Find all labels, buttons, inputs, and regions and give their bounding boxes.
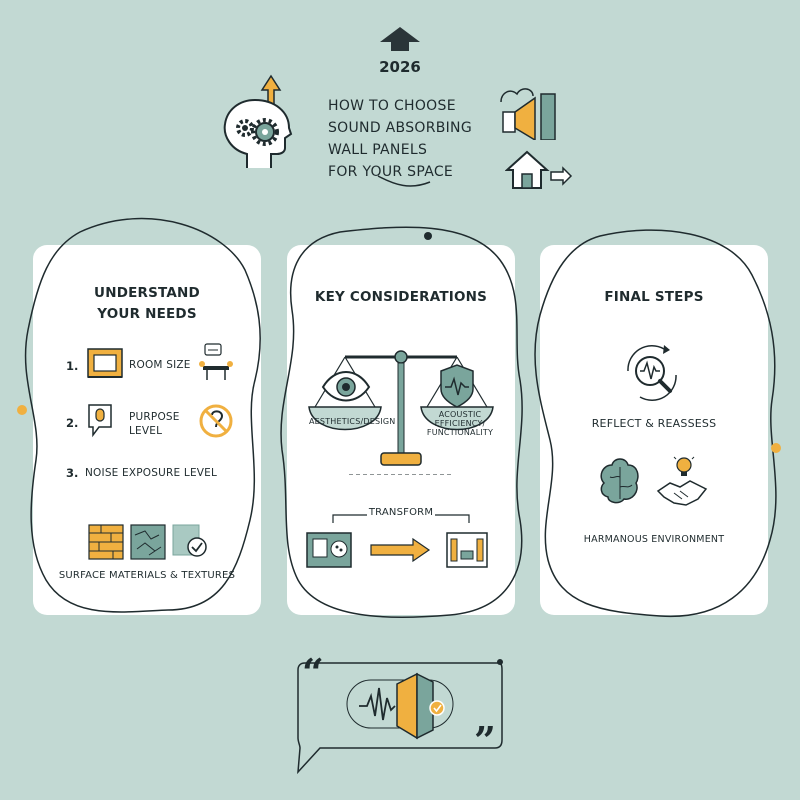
needs-title: UNDERSTAND YOUR NEEDS — [94, 285, 200, 322]
transform-bracket — [332, 514, 470, 523]
magnifier-waveform-icon — [627, 345, 677, 401]
materials-label: SURFACE MATERIALS & TEXTURES — [58, 570, 236, 581]
dot — [497, 659, 503, 665]
brick-texture-icon — [88, 524, 124, 560]
handshake-icon — [656, 480, 708, 506]
final-panel: FINAL STEPS REFLECT & REASSESS HARMANOUS… — [540, 245, 768, 615]
brain-handshake-graphic — [600, 456, 708, 506]
item-number: 3. — [66, 466, 79, 480]
needs-panel: UNDERSTAND YOUR NEEDS 1. ROOM SIZE 2. PU… — [33, 245, 261, 615]
reflect-label: REFLECT & REASSESS — [591, 417, 717, 430]
purpose-label: PURPOSE LEVEL — [129, 411, 180, 437]
transform-label: TRANSFORM — [368, 507, 434, 518]
item-number: 2. — [66, 416, 79, 430]
noisy-room-icon — [306, 532, 352, 568]
close-quote: ” — [474, 718, 496, 763]
dot — [17, 405, 27, 415]
stone-texture-icon — [130, 524, 166, 560]
speaker-absorber-icon — [500, 88, 556, 140]
room-size-icon — [87, 348, 123, 378]
arrow-right-icon — [370, 537, 431, 563]
noise-exposure-label: NOISE EXPOSURE LEVEL — [85, 467, 218, 479]
header-year: 2026 — [379, 58, 421, 76]
material-swatches — [88, 524, 207, 560]
head-gears-icon — [223, 74, 293, 168]
lightbulb-icon — [673, 456, 695, 476]
eye-icon — [321, 371, 371, 402]
no-hearing-icon — [199, 404, 233, 438]
up-arrow-icon — [380, 27, 420, 51]
considerations-panel: KEY CONSIDERATIONS AESTHETICS/DESIGN ACO… — [287, 245, 515, 615]
balance-scale-icon — [308, 350, 494, 475]
room-size-label: ROOM SIZE — [129, 359, 191, 371]
open-quote: “ — [302, 650, 324, 695]
dot — [771, 443, 781, 453]
environment-label: HARMANOUS ENVIRONMENT — [583, 534, 725, 545]
aesthetics-label: AESTHETICS/DESIGN — [309, 417, 396, 426]
room-transform-graphic — [306, 532, 488, 568]
quiet-room-icon — [446, 532, 488, 568]
item-number: 1. — [66, 359, 79, 373]
header-title: HOW TO CHOOSE SOUND ABSORBING WALL PANEL… — [328, 98, 472, 180]
fabric-check-icon — [172, 524, 207, 557]
sound-panel-icon — [346, 672, 454, 740]
house-icon — [505, 150, 573, 189]
microphone-icon — [88, 404, 112, 438]
considerations-title: KEY CONSIDERATIONS — [314, 289, 488, 305]
acoustic-label: ACOUSTIC EFFICIENCY/ FUNCTIONALITY — [426, 410, 494, 437]
final-title: FINAL STEPS — [604, 289, 704, 305]
shield-waveform-icon — [440, 364, 474, 408]
brain-icon — [600, 458, 639, 504]
table-meeting-icon — [199, 343, 233, 380]
dot — [424, 232, 432, 240]
